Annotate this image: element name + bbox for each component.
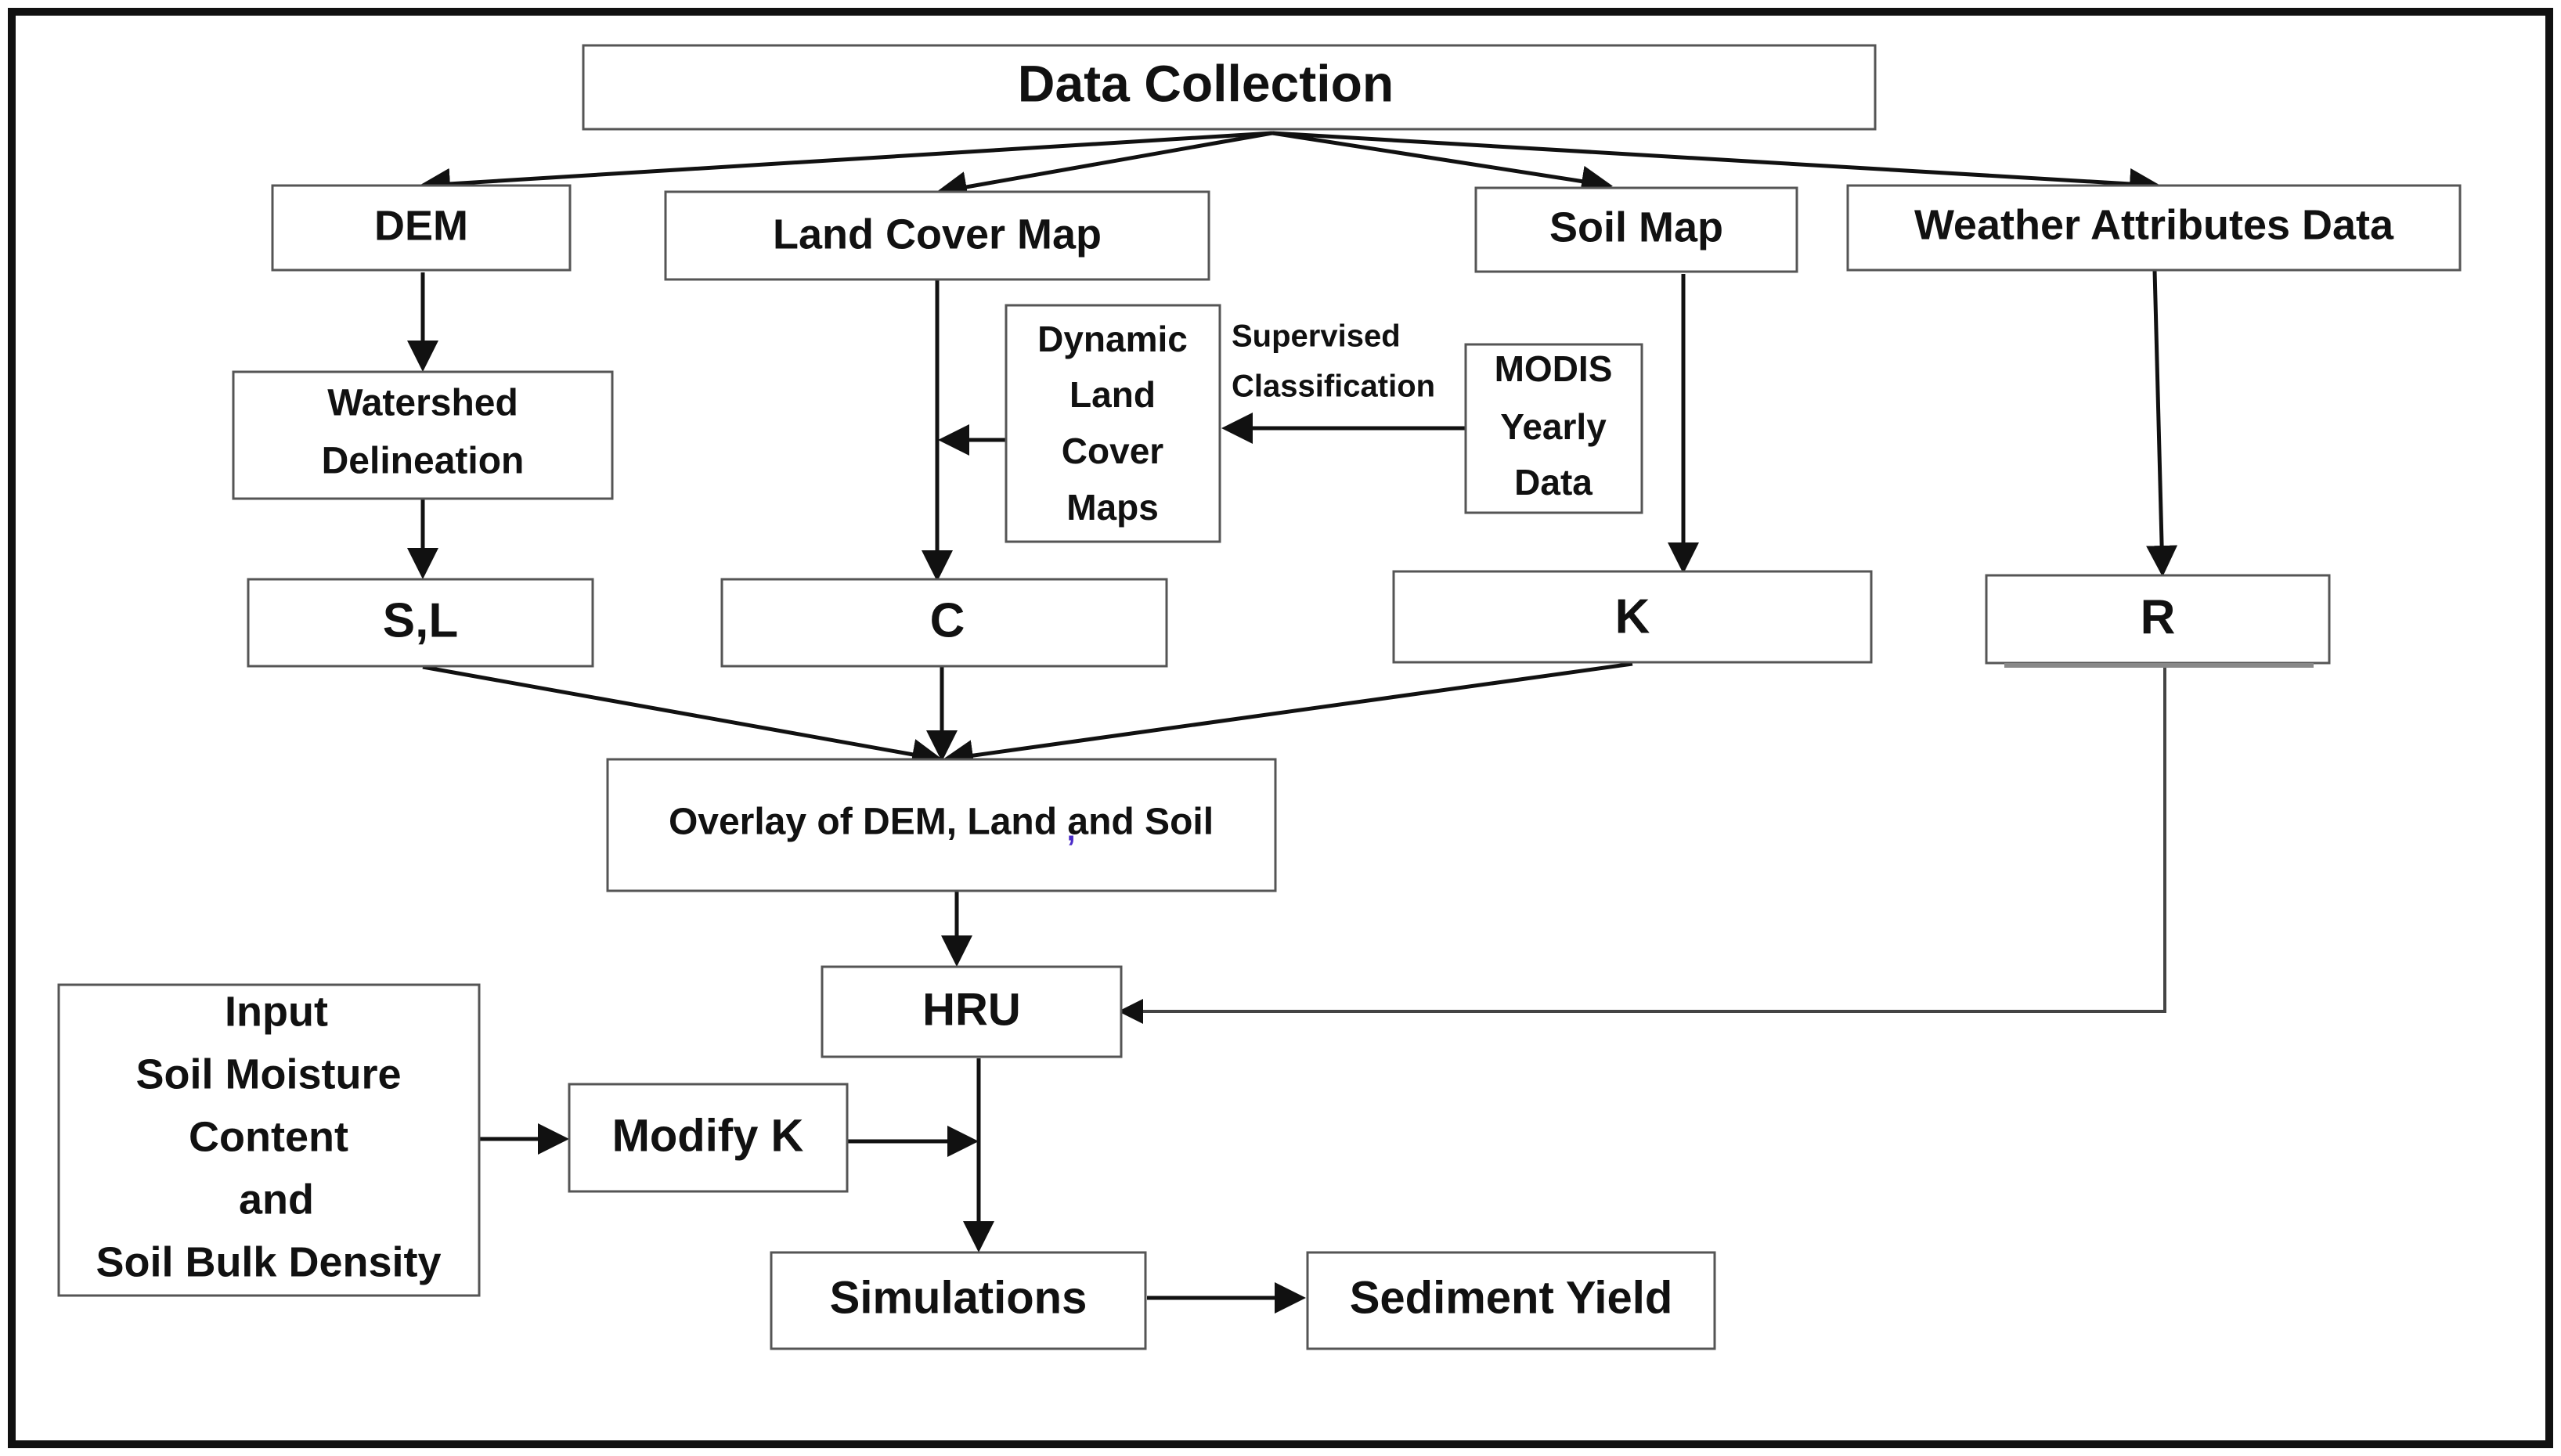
node-watershed-delineation: Watershed Delineation [232,370,614,500]
arrow-r-to-hru [1118,667,2166,1024]
node-sediment-yield-label: Sediment Yield [1350,1272,1673,1323]
node-watershed-delineation-line-1: Watershed [327,383,518,424]
node-r: R [1985,574,2331,668]
node-soil-map-label: Soil Map [1549,204,1723,250]
node-data-collection: Data Collection [582,44,1877,131]
node-modify-k: Modify K [568,1083,849,1193]
node-modis-yearly-data-line-3: Data [1514,462,1593,503]
node-overlay-label: Overlay of DEM, Land and Soil [669,802,1214,843]
node-k-label: K [1615,589,1650,643]
node-s-l: S,L [247,578,594,668]
node-input-soil-properties: Input Soil Moisture Content and Soil Bul… [57,983,481,1297]
overlay-comma-mark: , [1066,813,1075,848]
node-data-collection-label: Data Collection [1018,54,1394,112]
node-modis-yearly-data-line-1: MODIS [1495,348,1613,389]
arrow-k-to-overlay [942,661,1633,771]
node-land-cover-map-label: Land Cover Map [773,211,1102,258]
edge-label-supervised-classification-line-1: Supervised [1232,319,1401,354]
node-land-cover-map: Land Cover Map [664,190,1210,281]
node-overlay: Overlay of DEM, Land and Soil , [606,758,1277,892]
arrow-data-collection-to-soil-map [1271,131,1613,197]
node-k: K [1392,570,1873,664]
arrow-data-collection-to-land-cover [936,131,1273,203]
node-dem: DEM [271,184,572,272]
node-input-soil-line-4: and [239,1176,314,1223]
connectors [407,131,2178,1314]
node-hru: HRU [821,965,1123,1058]
node-soil-map: Soil Map [1474,186,1798,273]
node-simulations-label: Simulations [830,1272,1088,1323]
node-weather-attributes-data: Weather Attributes Data [1846,184,2462,272]
node-input-soil-line-5: Soil Bulk Density [96,1238,441,1285]
arrow-data-collection-to-weather [1271,131,2161,200]
node-dynamic-land-cover-maps-line-2: Land [1069,374,1156,415]
arrow-data-collection-to-dem [419,131,1273,200]
node-modis-yearly-data-line-2: Yearly [1500,406,1607,447]
node-dynamic-land-cover-maps-line-4: Maps [1066,487,1159,528]
node-c: C [720,578,1168,668]
node-input-soil-line-2: Soil Moisture [135,1051,401,1097]
arrow-weather-to-r [2146,269,2178,577]
node-weather-attributes-data-label: Weather Attributes Data [1914,201,2394,248]
arrow-sl-to-overlay [422,665,943,770]
node-hru-label: HRU [922,984,1021,1035]
node-simulations: Simulations [770,1251,1147,1350]
node-watershed-delineation-line-2: Delineation [322,441,525,482]
node-dynamic-land-cover-maps-line-1: Dynamic [1037,319,1188,359]
edge-label-supervised-classification-line-2: Classification [1232,369,1435,404]
node-c-label: C [930,593,965,647]
node-modify-k-label: Modify K [612,1110,804,1161]
node-dem-label: DEM [374,202,468,249]
node-input-soil-line-3: Content [189,1113,348,1160]
node-dynamic-land-cover-maps-line-3: Cover [1062,431,1163,471]
node-input-soil-line-1: Input [225,988,328,1035]
node-dynamic-land-cover-maps: Dynamic Land Cover Maps [1005,304,1221,543]
node-modis-yearly-data: MODIS Yearly Data [1464,343,1643,514]
node-sediment-yield: Sediment Yield [1306,1251,1716,1350]
node-r-label: R [2141,590,2176,644]
edge-label-supervised-classification: Supervised Classification [1232,319,1435,404]
node-s-l-label: S,L [383,593,458,647]
